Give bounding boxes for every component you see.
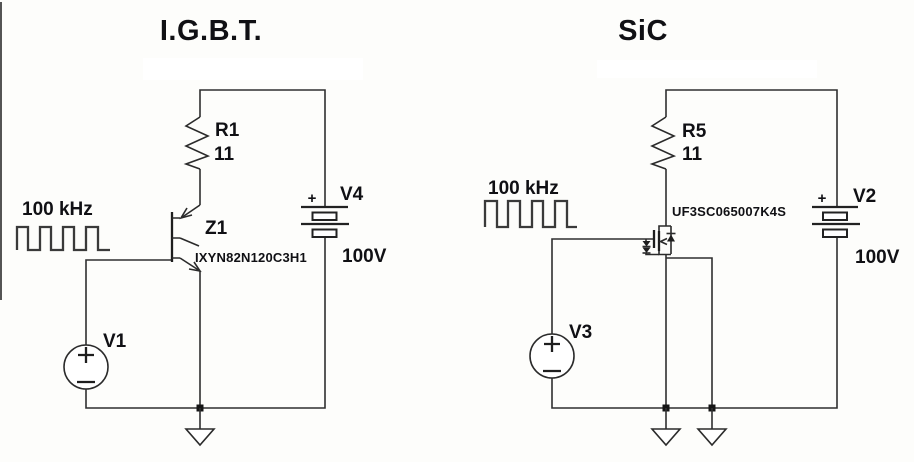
resistor-value-label[interactable]: 11 (214, 144, 235, 165)
battery-ref-label[interactable]: V2 (853, 186, 876, 207)
source-ref-label[interactable]: V3 (569, 322, 592, 343)
resistor-ref-label[interactable]: R5 (682, 121, 707, 142)
wire-bottom-rail (85, 237, 326, 409)
resistor-ref-label[interactable]: R1 (215, 120, 240, 141)
clock-frequency-label: 100 kHz (22, 199, 93, 220)
sic-circuit: SiC R5 11 UF3SC065007K4S (483, 15, 900, 447)
pulse-source-V1[interactable]: V1 (63, 331, 127, 390)
gate-zener-2 (642, 247, 651, 253)
clock-annotation-right[interactable]: 100 kHz (483, 178, 577, 229)
resistor-zigzag (649, 116, 677, 170)
wire-gate (85, 259, 171, 345)
igbt-ref-label[interactable]: Z1 (205, 218, 228, 239)
battery-cell-2 (311, 228, 338, 238)
sic-fet-transistor[interactable]: UF3SC065007K4S (642, 204, 787, 256)
ground-triangle (650, 428, 682, 447)
wire-source-kelvin (666, 257, 713, 408)
ground-symbol-right-2[interactable] (696, 408, 728, 447)
pulse-source-V3[interactable]: V3 (529, 322, 592, 379)
igbt-transistor-Z1[interactable]: Z1 IXYN82N120C3H1 (170, 204, 307, 273)
ground-triangle (696, 428, 728, 447)
square-wave-glyph (483, 199, 577, 229)
ground-symbol-left[interactable] (184, 408, 216, 447)
wire-top-rail (199, 89, 326, 206)
clock-annotation-left[interactable]: 100 kHz (15, 199, 110, 252)
ground-triangle (184, 428, 216, 447)
erased-directive-area (597, 60, 817, 78)
circuit-title-igbt[interactable]: I.G.B.T. (160, 15, 262, 47)
battery-plus-sign: + (818, 190, 827, 207)
igbt-collector-arrow (179, 207, 193, 220)
source-plus-sign (78, 347, 94, 363)
wire-top-rail (665, 89, 838, 206)
igbt-circuit: I.G.B.T. R1 11 Z1 IXYN82N120C3H1 + (15, 15, 387, 447)
body-diode-triangle (667, 234, 675, 242)
battery-value-label[interactable]: 100V (855, 247, 900, 268)
igbt-part-label[interactable]: IXYN82N120C3H1 (195, 250, 307, 265)
circuit-title-sic[interactable]: SiC (618, 15, 668, 47)
wire-bottom-rail (551, 237, 838, 409)
clock-frequency-label: 100 kHz (488, 178, 559, 199)
battery-cell-2 (822, 228, 848, 238)
battery-plus-sign: + (308, 190, 317, 207)
battery-ref-label[interactable]: V4 (340, 184, 364, 205)
battery-value-label[interactable]: 100V (342, 246, 387, 267)
ground-symbol-right-1[interactable] (650, 408, 682, 447)
resistor-zigzag (183, 116, 211, 170)
erased-directive-area (143, 58, 363, 80)
source-circle (63, 344, 109, 390)
igbt-collector-lead (180, 204, 201, 219)
igbt-body-lead (179, 237, 200, 247)
source-circle (529, 333, 575, 379)
source-plus-sign (544, 336, 560, 352)
igbt-emitter-lead (179, 257, 201, 272)
battery-V2[interactable]: + V2 100V (812, 186, 900, 268)
battery-cell-1 (822, 211, 848, 221)
fet-source-arrow (658, 237, 668, 246)
gate-zener-1 (642, 241, 651, 247)
igbt-emitter-arrow (188, 261, 202, 273)
wire-gate (551, 238, 653, 334)
resistor-R5[interactable]: R5 11 (649, 116, 707, 170)
igbt-channel-ticks (172, 217, 180, 259)
battery-V4[interactable]: + V4 100V (301, 184, 387, 267)
square-wave-glyph (15, 225, 110, 252)
resistor-value-label[interactable]: 11 (682, 144, 703, 165)
battery-cell-1 (311, 211, 338, 221)
source-ref-label[interactable]: V1 (103, 331, 127, 352)
fet-part-label[interactable]: UF3SC065007K4S (672, 204, 786, 219)
resistor-R1[interactable]: R1 11 (183, 116, 240, 170)
